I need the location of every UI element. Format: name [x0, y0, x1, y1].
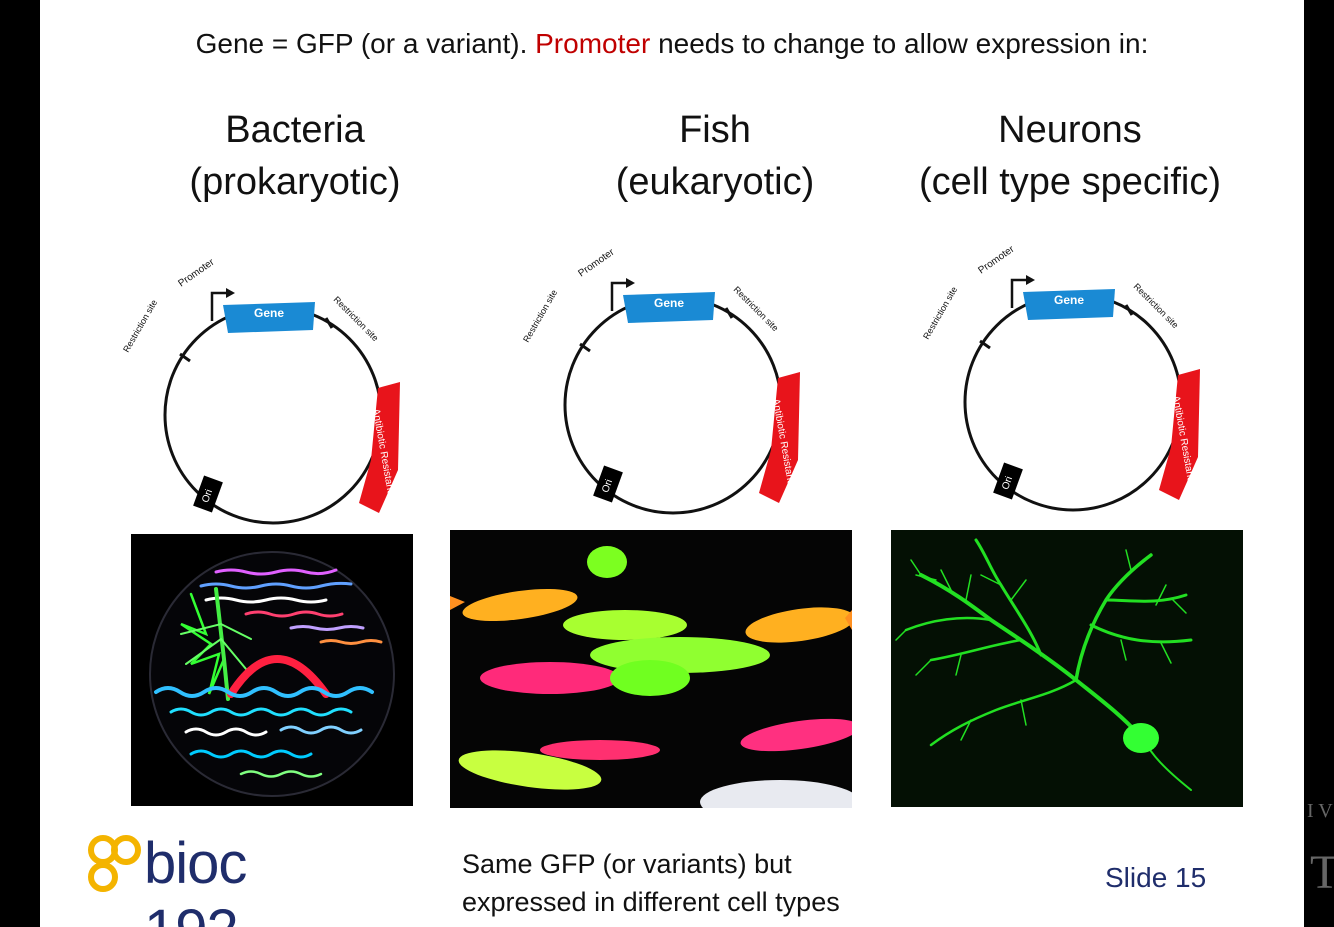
plasmid-diagram-bacteria: Gene Antibiotic Resistance Ori Promoter … — [120, 250, 440, 530]
column-title-line2: (eukaryotic) — [580, 156, 850, 208]
gene-label: Gene — [1054, 293, 1084, 307]
restriction-site-label: Restriction site — [1132, 281, 1181, 330]
column-title-line2: (prokaryotic) — [160, 156, 430, 208]
photo-fluorescent-neuron — [891, 530, 1243, 807]
promoter-label: Promoter — [176, 256, 217, 289]
photo-bacteria-petri-dish — [131, 534, 413, 806]
column-title-line1: Neurons — [885, 104, 1255, 156]
plasmid-diagram-neurons: Gene Antibiotic Resistance Ori Promoter … — [920, 242, 1240, 522]
logo-mark-icon — [86, 832, 146, 902]
plasmid-diagram-fish: Gene Antibiotic Resistance Ori Promoter … — [520, 245, 840, 525]
column-title-neurons: Neurons (cell type specific) — [885, 104, 1255, 208]
promoter-arrowhead-icon — [1026, 275, 1035, 285]
gene-label: Gene — [254, 306, 284, 320]
gene-label: Gene — [654, 296, 684, 310]
photo-fluorescent-zebrafish — [450, 530, 852, 808]
restriction-site-label: Restriction site — [521, 288, 559, 344]
slide-number: Slide 15 — [1105, 862, 1206, 894]
side-text-fragment-bottom: T — [1310, 845, 1334, 900]
plasmid-backbone — [965, 294, 1181, 510]
promoter-arrowhead-icon — [626, 278, 635, 288]
caption-line2: expressed in different cell types — [462, 883, 840, 921]
plasmid-backbone — [165, 307, 381, 523]
side-text-fragment-top: I V — [1307, 800, 1333, 823]
slide-header: Gene = GFP (or a variant). Promoter need… — [40, 28, 1304, 60]
logo-text: bioc 192 — [144, 830, 346, 927]
restriction-site-label: Restriction site — [332, 294, 381, 343]
restriction-site-label: Restriction site — [732, 284, 781, 333]
column-title-line2: (cell type specific) — [885, 156, 1255, 208]
restriction-site-label: Restriction site — [121, 298, 159, 354]
caption-line1: Same GFP (or variants) but — [462, 845, 840, 883]
slide: Gene = GFP (or a variant). Promoter need… — [40, 0, 1304, 927]
plasmid-backbone — [565, 297, 781, 513]
promoter-label: Promoter — [576, 246, 617, 279]
promoter-arrowhead-icon — [226, 288, 235, 298]
column-title-bacteria: Bacteria (prokaryotic) — [160, 104, 430, 208]
header-promoter-highlight: Promoter — [535, 28, 650, 59]
bioc-192-logo: bioc 192 — [86, 832, 346, 902]
promoter-label: Promoter — [976, 243, 1017, 276]
header-text-2: needs to change to allow expression in: — [658, 28, 1148, 59]
column-title-line1: Bacteria — [160, 104, 430, 156]
slide-caption: Same GFP (or variants) but expressed in … — [462, 845, 840, 921]
header-text-1: Gene = GFP (or a variant). — [196, 28, 528, 59]
column-title-line1: Fish — [580, 104, 850, 156]
restriction-site-label: Restriction site — [921, 285, 959, 341]
column-title-fish: Fish (eukaryotic) — [580, 104, 850, 208]
